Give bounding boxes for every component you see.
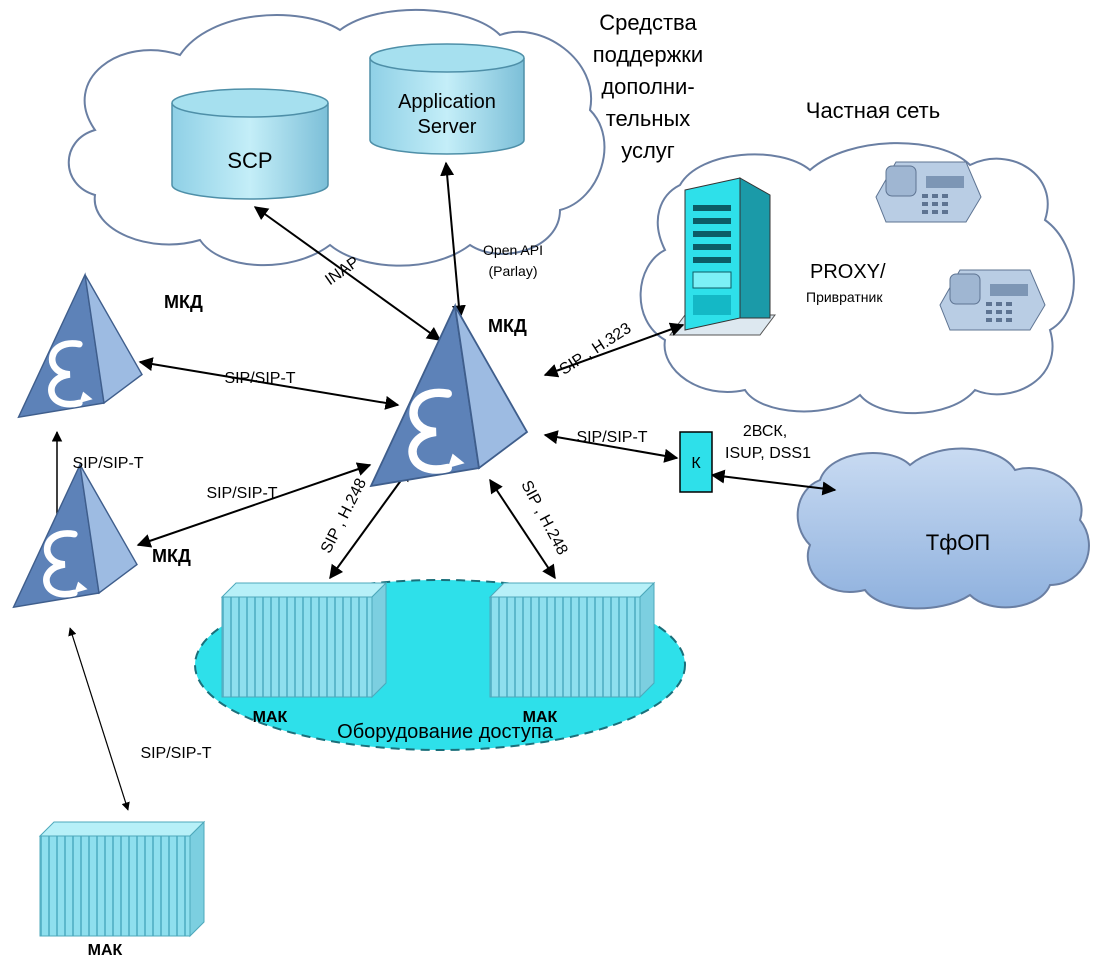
pstn-signaling-label-2: ISUP, DSS1 xyxy=(725,445,811,462)
mkd-label-bottom-left: МКД xyxy=(152,546,191,566)
link-mkd-mak xyxy=(68,627,130,811)
services-caption-line-1: Средства xyxy=(599,10,697,35)
pstn-label: ТфОП xyxy=(926,530,990,555)
open-api-label-1: Open API xyxy=(483,242,543,258)
services-caption-line-3: дополни- xyxy=(601,74,694,99)
k-switch-box xyxy=(679,431,713,493)
mak-rack-icon-2 xyxy=(489,582,655,698)
scp-database-icon xyxy=(171,88,329,200)
app-server-label-2: Server xyxy=(418,116,477,138)
services-caption-line-5: услуг xyxy=(621,138,675,163)
mak-rack-icon-3 xyxy=(39,821,205,937)
services-caption-line-4: тельных xyxy=(606,106,691,131)
mak-rack-icon-1 xyxy=(221,582,387,698)
application-server-database-icon xyxy=(369,43,525,155)
mak-label-1: МАК xyxy=(253,709,288,726)
desk-phone-icon-1 xyxy=(875,161,982,223)
link-sip-k xyxy=(543,430,679,463)
desk-phone-icon-2 xyxy=(939,269,1046,331)
proxy-label: PROXY/ xyxy=(810,261,886,283)
mkd-label-top-left: МКД xyxy=(164,292,203,312)
private-network-label: Частная сеть xyxy=(806,98,940,123)
open-api-label-2: (Parlay) xyxy=(488,263,537,279)
pstn-cloud xyxy=(796,447,1090,610)
link-k-pstn xyxy=(710,469,837,496)
k-box-label: К xyxy=(691,455,701,472)
link-open-api xyxy=(440,161,466,320)
mkd-label-center: МКД xyxy=(488,316,527,336)
link-sip-h323 xyxy=(543,322,685,378)
app-server-label-1: Application xyxy=(398,91,496,113)
mkd-pyramid-bottom-left xyxy=(14,465,138,608)
mak-label-3: МАК xyxy=(88,942,123,959)
sip-h248-label-left: SIP , H.248 xyxy=(318,476,370,556)
link-sip-h248-right xyxy=(489,478,556,580)
mkd-pyramid-top-left xyxy=(19,275,143,418)
mak-label-2: МАК xyxy=(523,709,558,726)
services-caption-line-2: поддержки xyxy=(593,42,703,67)
link-sip-left-top xyxy=(138,357,400,410)
sip-h323-label: SIP , H.323 xyxy=(557,320,635,379)
sip-sipt-label-top: SIP/SIP-T xyxy=(224,370,295,387)
proxy-server-icon xyxy=(669,177,776,336)
services-caption: Средства поддержки дополни- тельных услу… xyxy=(593,10,703,163)
sip-sipt-label-middle: SIP/SIP-T xyxy=(72,455,143,472)
gatekeeper-label: Привратник xyxy=(806,289,883,305)
link-inap xyxy=(253,206,442,341)
pstn-signaling-label-1: 2ВСК, xyxy=(743,423,787,440)
access-equipment-label: Оборудование доступа xyxy=(337,721,554,743)
link-sip-h248-left xyxy=(329,466,411,580)
scp-label: SCP xyxy=(227,148,272,173)
connection-lines xyxy=(51,161,837,811)
sip-h248-label-right: SIP , H.248 xyxy=(517,478,570,558)
sip-sipt-label-bottom: SIP/SIP-T xyxy=(140,745,211,762)
sip-sipt-label-k: SIP/SIP-T xyxy=(576,429,647,446)
sip-sipt-label-lower: SIP/SIP-T xyxy=(206,485,277,502)
